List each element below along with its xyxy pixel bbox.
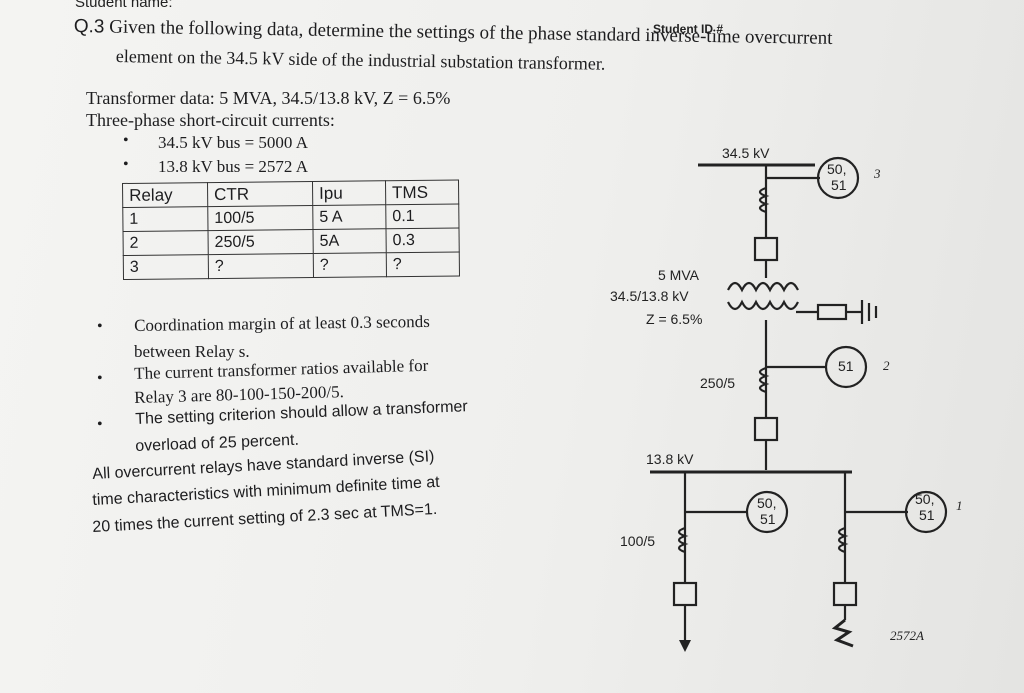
table-cell: 2 bbox=[123, 230, 209, 256]
transformer-rating-label: 5 MVA bbox=[658, 267, 700, 283]
load-arrow-icon bbox=[679, 640, 691, 652]
table-cell: ? bbox=[386, 251, 460, 277]
relay-2-label: 51 bbox=[838, 358, 854, 374]
bus-lv-label: 13.8 kV bbox=[646, 451, 694, 467]
breaker-feeder-icon bbox=[672, 581, 698, 607]
relay-feeder-circle bbox=[745, 490, 789, 534]
table-cell: 3 bbox=[123, 254, 209, 280]
ct-feeder-icon bbox=[677, 526, 689, 554]
ct-hv-icon bbox=[758, 186, 770, 214]
bullet-dot: • bbox=[123, 132, 129, 149]
short-circuit-heading: Three-phase short-circuit currents: bbox=[86, 110, 335, 130]
question-line-1: Given the following data, determine the … bbox=[109, 16, 833, 49]
relay-1-top-label: 50, bbox=[915, 491, 934, 507]
table-row: 3 ? ? ? bbox=[123, 251, 460, 280]
relay-1-number: 1 bbox=[956, 498, 963, 513]
header-ctr: CTR bbox=[207, 181, 313, 207]
relay-3-circle bbox=[816, 156, 860, 200]
single-line-diagram: 34.5 kV 5 MVA 34.5/13.8 kV Z = 6.5% 250/… bbox=[610, 145, 963, 652]
relay-3-bottom-label: 51 bbox=[831, 177, 847, 193]
breaker-relay1-icon bbox=[832, 581, 858, 607]
note-1-line-1: Coordination margin of at least 0.3 seco… bbox=[134, 311, 430, 335]
relay-3-top-label: 50, bbox=[827, 161, 846, 177]
bus-hv-label: 34.5 kV bbox=[722, 145, 770, 161]
table-cell: ? bbox=[208, 253, 314, 279]
transformer-primary-icon bbox=[727, 281, 799, 293]
bullet-dot: • bbox=[97, 370, 103, 387]
ct-lv-label: 250/5 bbox=[700, 375, 735, 391]
table-cell: 0.3 bbox=[385, 227, 460, 253]
relay-1-circle bbox=[904, 490, 948, 534]
note-3-line-2: overload of 25 percent. bbox=[135, 431, 300, 455]
table-row: 2 250/5 5A 0.3 bbox=[123, 227, 460, 256]
relay-feeder-bottom-label: 51 bbox=[760, 511, 776, 527]
table-header-row: Relay CTR Ipu TMS bbox=[122, 179, 459, 208]
header-relay: Relay bbox=[122, 182, 208, 208]
table-cell: 100/5 bbox=[207, 205, 313, 231]
question-line-2: element on the 34.5 kV side of the indus… bbox=[115, 46, 606, 74]
question-number: Q.3 bbox=[73, 16, 105, 38]
sc-current-lv: 13.8 kV bus = 2572 A bbox=[158, 157, 309, 176]
student-name-label: Student name: bbox=[75, 0, 173, 11]
relay-settings-table: Relay CTR Ipu TMS 1 100/5 5 A 0.1 2 250/… bbox=[122, 179, 460, 280]
ct-relay1-icon bbox=[837, 526, 849, 554]
fault-icon bbox=[831, 618, 854, 648]
table-cell: 5A bbox=[312, 228, 387, 254]
header-tms: TMS bbox=[385, 179, 459, 205]
relay-2-circle bbox=[824, 345, 868, 389]
note-1-line-2: between Relay s. bbox=[134, 342, 250, 361]
relay-3-number: 3 bbox=[873, 166, 881, 181]
table-cell: 1 bbox=[122, 206, 209, 232]
ct-feeder-label: 100/5 bbox=[620, 533, 655, 549]
header-ipu: Ipu bbox=[312, 180, 386, 206]
fault-current-note: 2572A bbox=[890, 628, 924, 643]
bullet-dot: • bbox=[97, 318, 103, 335]
table-cell: 5 A bbox=[312, 204, 386, 230]
breaker-lv-icon bbox=[753, 416, 779, 442]
transformer-secondary-icon bbox=[727, 299, 799, 311]
table-row: 1 100/5 5 A 0.1 bbox=[122, 203, 459, 232]
transformer-data: Transformer data: 5 MVA, 34.5/13.8 kV, Z… bbox=[86, 88, 451, 108]
transformer-ratio-label: 34.5/13.8 kV bbox=[610, 288, 689, 304]
breaker-hv-icon bbox=[753, 236, 779, 262]
relay-2-number: 2 bbox=[883, 358, 890, 373]
bullet-dot: • bbox=[123, 156, 129, 173]
table-cell: 0.1 bbox=[385, 203, 459, 229]
sc-current-hv: 34.5 kV bus = 5000 A bbox=[158, 133, 309, 152]
table-cell: ? bbox=[313, 252, 387, 278]
relay-1-bottom-label: 51 bbox=[919, 507, 935, 523]
table-cell: 250/5 bbox=[208, 229, 314, 255]
bullet-dot: • bbox=[97, 416, 103, 433]
ct-lv-icon bbox=[758, 366, 770, 394]
grounding-resistor-icon bbox=[816, 303, 848, 321]
relay-feeder-top-label: 50, bbox=[757, 495, 776, 511]
transformer-impedance-label: Z = 6.5% bbox=[646, 311, 702, 327]
student-id-label: Student ID # bbox=[653, 22, 724, 36]
